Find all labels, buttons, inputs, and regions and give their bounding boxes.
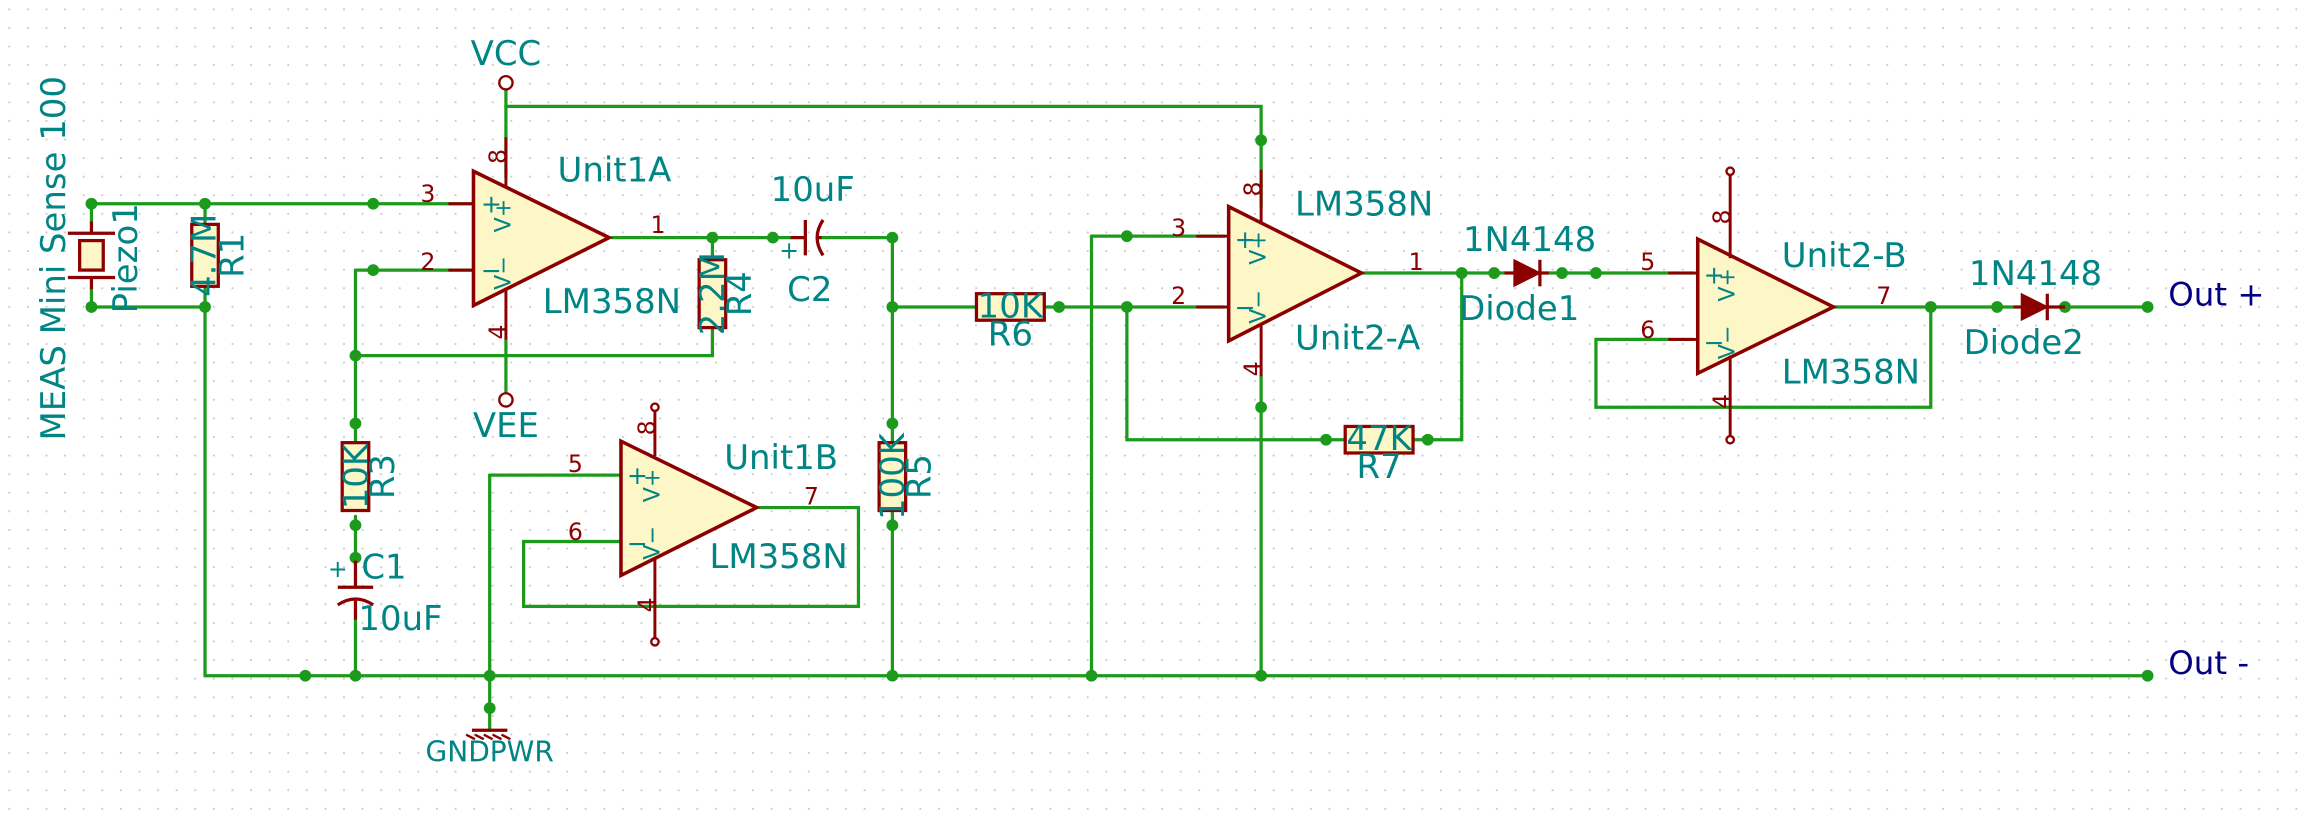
r4-ref: R4 [720,271,759,316]
svg-text:2: 2 [1171,282,1186,310]
c2-ref: C2 [787,270,832,309]
opamp-unit1b: 5 6 7 8 4 + − V+ V− Unit1B LM358N [568,402,848,647]
diode-2: 1N4148 Diode2 [1964,254,2103,362]
unit2b-value: LM358N [1782,353,1920,392]
svg-text:8: 8 [633,420,661,435]
r1-ref: R1 [212,233,251,278]
svg-text:V−: V− [1246,290,1272,324]
svg-text:V−: V− [1715,326,1741,360]
capacitor-c1: + C1 10uF [328,547,443,638]
svg-text:V+: V+ [490,199,516,233]
svg-text:−: − [481,256,502,285]
out-plus-label: Out + [2168,275,2264,313]
svg-text:+: + [481,190,502,219]
resistor-r4: 2.2M R4 [693,252,759,335]
diode1-value: 1N4148 [1463,220,1596,259]
unit2b-ref: Unit2-B [1782,236,1907,275]
opamp-unit2a: 3 2 1 8 4 + − V+ V− LM358N Unit2-A [1171,169,1433,376]
svg-text:8: 8 [484,149,512,164]
svg-text:6: 6 [1640,316,1655,344]
piezo-ref: Piezo1 [106,203,145,313]
piezo-title: MEAS Mini Sense 100 [34,76,73,440]
unit1b-ref: Unit1B [724,438,838,477]
vee-label: VEE [473,406,539,445]
diode1-ref: Diode1 [1459,289,1579,328]
piezo-sensor: MEAS Mini Sense 100 Piezo1 [34,76,145,440]
svg-text:+: + [328,555,348,583]
svg-text:4: 4 [1708,394,1736,409]
unit2a-ref: Unit2-A [1295,319,1420,358]
r3-ref: R3 [363,454,402,499]
svg-text:7: 7 [1876,282,1891,310]
gnd-label: GNDPWR [426,735,554,768]
svg-text:V+: V+ [639,469,665,503]
r5-value: 100K [873,432,912,520]
svg-text:3: 3 [420,180,435,208]
svg-text:V+: V+ [1246,231,1272,265]
svg-text:3: 3 [1171,214,1186,242]
vee-symbol: VEE [473,392,539,445]
c1-value: 10uF [358,599,442,638]
resistor-r7: 47K R7 [1343,419,1415,486]
unit2a-value: LM358N [1295,185,1433,224]
resistor-r5: 100K R5 [873,432,939,520]
resistor-r6: 10K R6 [974,286,1046,353]
svg-text:+: + [1235,225,1256,254]
capacitor-c2: + 10uF C2 [771,170,855,309]
resistor-r3: 10K R3 [336,441,402,513]
svg-text:8: 8 [1239,181,1267,196]
svg-text:V+: V+ [1715,268,1741,302]
gnd-symbol: GNDPWR [426,728,554,768]
svg-text:V−: V− [639,526,665,560]
r7-ref: R7 [1357,447,1402,486]
unit1b-value: LM358N [709,537,847,576]
out-minus-label: Out - [2168,644,2249,682]
diode-1: 1N4148 Diode1 [1459,220,1596,328]
diode2-ref: Diode2 [1964,323,2084,362]
opamp-unit1a: 3 2 1 8 4 + − V+ V− Unit1A LM358N [420,137,681,340]
r7-value: 47K [1346,419,1412,458]
c2-value: 10uF [771,170,855,209]
r1-value: 4.7M [184,214,223,297]
svg-text:4: 4 [633,597,661,612]
r6-value: 10K [978,286,1044,325]
unit1a-value: LM358N [543,282,681,321]
svg-text:4: 4 [484,325,512,340]
vcc-symbol: VCC [471,34,542,91]
svg-text:2: 2 [420,248,435,276]
diode2-value: 1N4148 [1969,254,2102,293]
svg-text:−: − [1704,328,1725,357]
svg-text:V−: V− [490,256,516,290]
svg-text:+: + [627,461,648,490]
svg-text:8: 8 [1708,209,1736,224]
r3-value: 10K [336,443,375,509]
resistor-r1: 4.7M R1 [184,214,251,297]
svg-text:6: 6 [568,518,583,546]
svg-text:5: 5 [1640,248,1655,276]
r4-value: 2.2M [693,252,732,335]
svg-text:−: − [627,529,648,558]
svg-text:4: 4 [1239,361,1267,376]
svg-text:−: − [1235,293,1256,322]
svg-text:1: 1 [1409,248,1424,276]
r6-ref: R6 [988,314,1033,353]
svg-text:1: 1 [650,211,665,239]
c1-ref: C1 [361,547,406,586]
junctions [85,134,2154,715]
svg-text:+: + [1704,260,1725,289]
opamp-unit2b: 5 6 7 8 4 + − V+ V− Unit2-B LM358N [1640,166,1920,445]
svg-text:7: 7 [804,483,819,511]
svg-text:+: + [779,236,799,264]
r5-ref: R5 [900,454,939,499]
svg-text:5: 5 [568,450,583,478]
unit1a-ref: Unit1A [558,151,672,190]
vcc-label: VCC [471,34,542,73]
